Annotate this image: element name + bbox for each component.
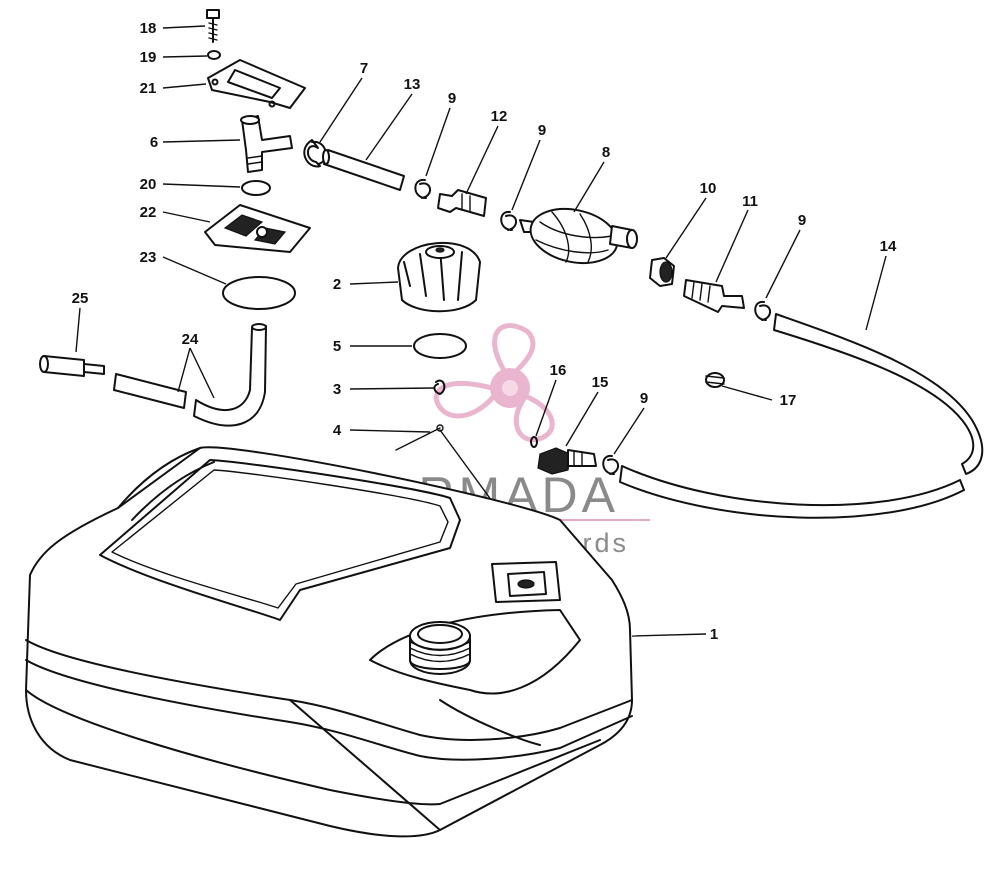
part-3-clip [433,379,446,395]
part-16-o-ring [530,436,538,448]
part-labels: 18 19 21 6 20 22 23 25 24 7 13 9 12 9 8 … [72,20,897,643]
part-label: 10 [700,180,717,197]
part-label: 12 [491,108,508,125]
part-label: 17 [780,392,797,409]
part-10-check-valve [649,257,675,287]
part-label: 3 [333,381,341,398]
part-6-elbow-fitting [240,115,293,173]
part-label: 15 [592,374,609,391]
part-label: 9 [640,390,648,407]
part-label: 19 [140,49,157,66]
part-23-large-o-ring [222,276,296,310]
part-20-o-ring [241,180,271,196]
part-2-filler-cap [397,241,481,313]
part-19-washer [207,50,221,60]
part-label: 23 [140,249,157,266]
leader-lines [75,25,887,637]
part-15-tank-connector [537,447,597,475]
part-18-screw [206,9,220,43]
part-label: 6 [150,134,158,151]
part-label: 2 [333,276,341,293]
part-label: 21 [140,80,157,97]
part-label: 20 [140,176,157,193]
part-9-clamp-c [754,300,771,321]
part-9-clamp-b [500,210,517,231]
part-label: 13 [404,76,421,93]
part-13-tube [322,149,405,191]
part-11-connector [683,279,745,313]
part-label: 16 [550,362,567,379]
part-label: 24 [182,331,199,348]
part-label: 18 [140,20,157,37]
part-8-primer-bulb [519,207,638,265]
part-17-hose-clamp [705,372,725,388]
part-12-connector [437,189,487,217]
part-22-fuel-pickup-plate [204,204,311,253]
part-label: 5 [333,338,341,355]
part-14-fuel-hose-lower [619,465,965,519]
part-label: 1 [710,626,718,643]
part-5-cap-gasket [413,333,467,359]
part-label: 7 [360,60,368,77]
part-9-clamp-d [602,454,619,475]
part-label: 8 [602,144,610,161]
part-label: 11 [742,193,758,210]
part-label: 9 [798,212,806,229]
part-24-pickup-tube [113,323,267,427]
part-label: 9 [448,90,456,107]
part-7-hose-clamp [303,139,321,168]
part-label: 4 [333,422,342,439]
part-label: 25 [72,290,89,307]
part-label: 9 [538,122,546,139]
part-label: 14 [880,238,897,255]
part-1-fuel-tank [25,446,633,838]
part-21-cover-plate [207,59,306,109]
part-label: 22 [140,204,157,221]
part-25-filter [39,355,105,377]
propeller-logo-icon [433,323,555,443]
part-9-clamp-a [414,178,431,199]
part-14-fuel-hose [773,313,984,475]
